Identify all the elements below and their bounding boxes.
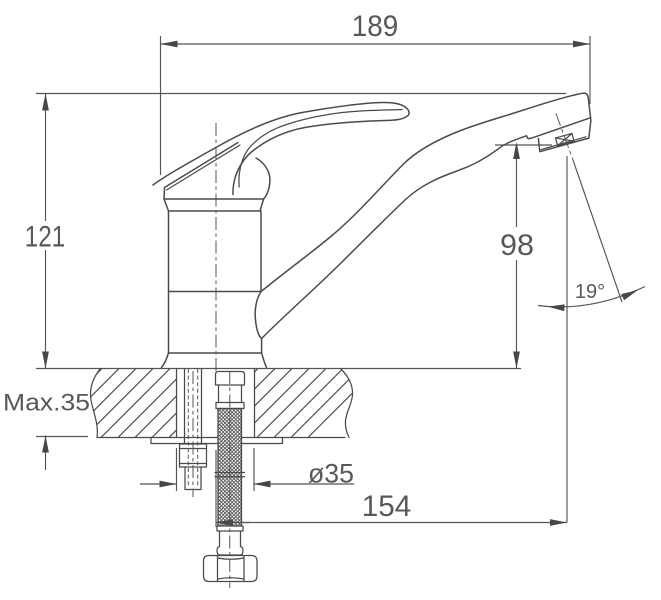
svg-text:ø35: ø35 bbox=[308, 459, 354, 489]
svg-text:121: 121 bbox=[25, 221, 66, 254]
svg-text:Max.35: Max.35 bbox=[3, 390, 90, 417]
svg-text:189: 189 bbox=[352, 10, 399, 43]
svg-text:98: 98 bbox=[500, 229, 534, 262]
svg-text:154: 154 bbox=[362, 490, 412, 523]
svg-text:19°: 19° bbox=[575, 281, 605, 303]
